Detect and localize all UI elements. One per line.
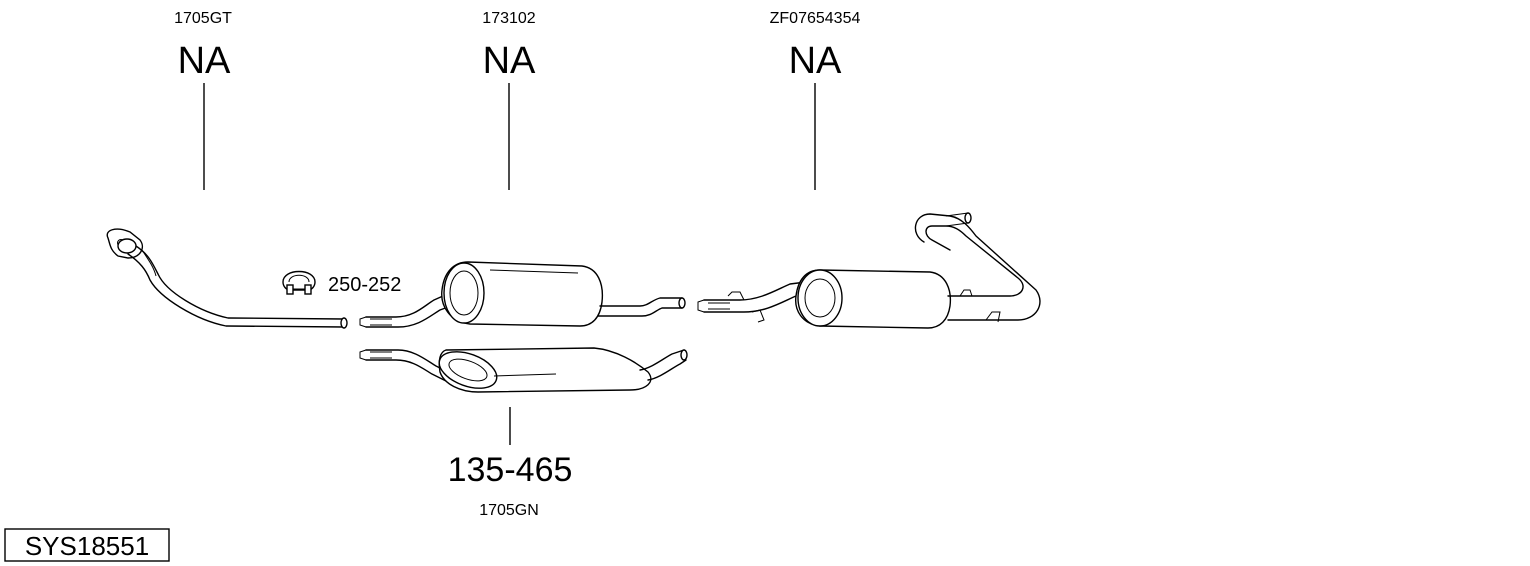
clamp-icon[interactable] xyxy=(282,270,316,295)
part-number-alt-middle-silencer[interactable]: 135-465 xyxy=(448,451,573,489)
alt-middle-silencer-drawing[interactable] xyxy=(359,345,688,396)
clamp-part-number[interactable]: 250-252 xyxy=(328,274,401,296)
part-number-rear-silencer[interactable]: NA xyxy=(789,40,842,82)
part-code-1705GT: 1705GT xyxy=(174,10,232,27)
part-code-173102: 173102 xyxy=(482,10,535,27)
part-number-middle-silencer[interactable]: NA xyxy=(483,40,536,82)
system-id-label: SYS18551 xyxy=(25,531,149,561)
middle-silencer-drawing[interactable] xyxy=(359,261,686,328)
part-code-1705GN: 1705GN xyxy=(479,502,539,519)
part-code-ZF07654354: ZF07654354 xyxy=(770,10,861,27)
front-pipe-drawing[interactable] xyxy=(106,228,348,329)
rear-silencer-drawing[interactable] xyxy=(697,212,1041,329)
system-id-box xyxy=(4,528,170,562)
part-number-front-pipe[interactable]: NA xyxy=(178,40,231,82)
